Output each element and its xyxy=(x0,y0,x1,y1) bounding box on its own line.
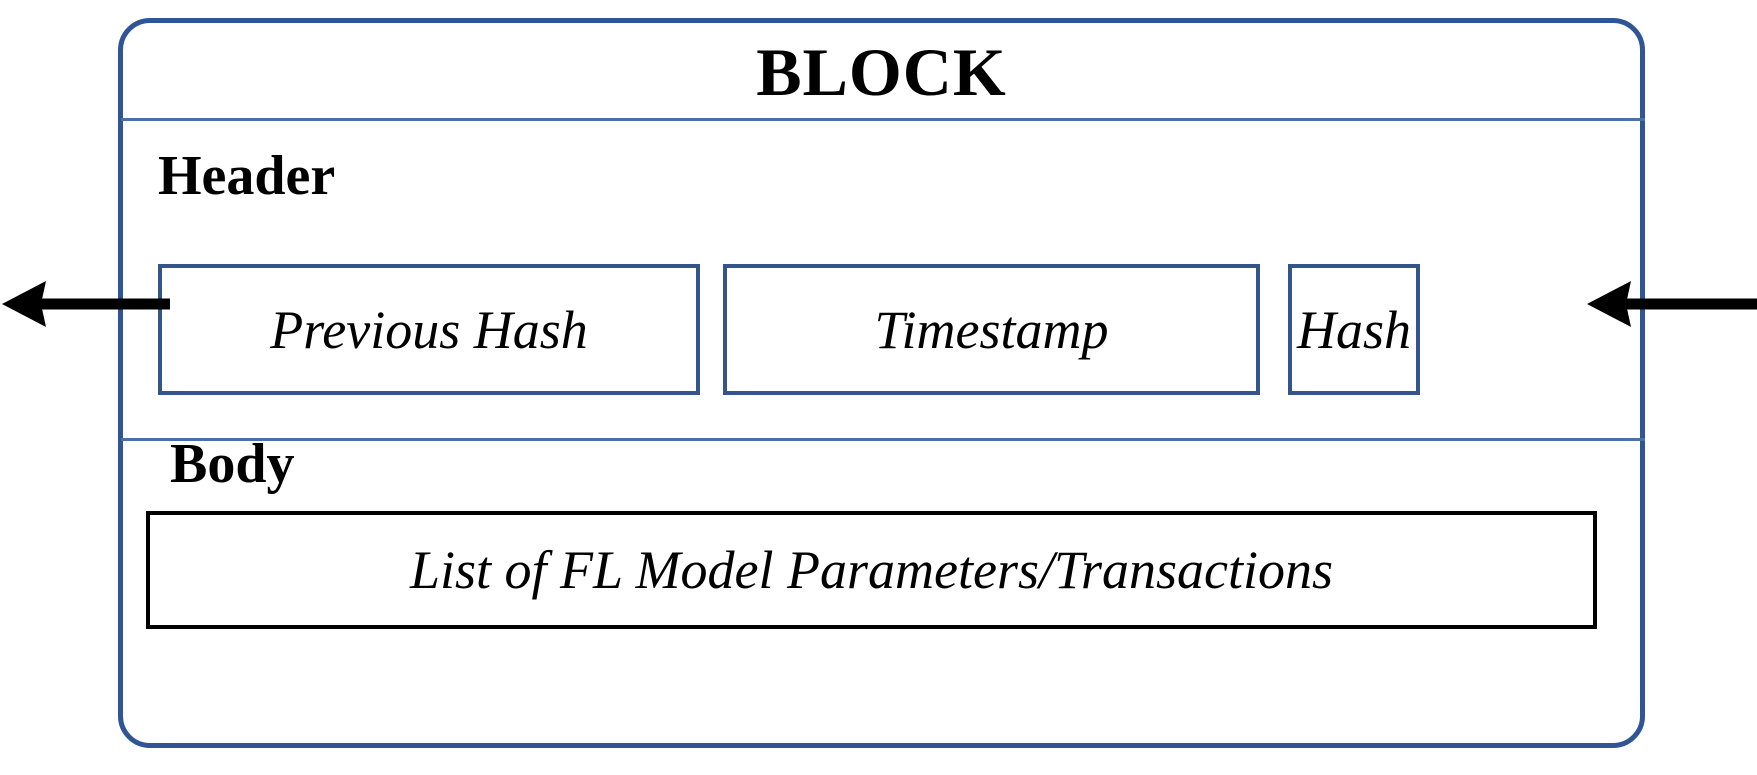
arrow-left-icon xyxy=(2,281,170,327)
field-box-previous-hash[interactable]: Previous Hash xyxy=(158,264,700,395)
header-section-label: Header xyxy=(158,145,336,207)
body-section-label: Body xyxy=(170,433,295,495)
field-label-timestamp: Timestamp xyxy=(874,299,1109,360)
divider-header-body xyxy=(121,438,1645,441)
field-box-hash[interactable]: Hash xyxy=(1288,264,1420,395)
arrow-left-icon xyxy=(1587,281,1757,327)
field-label-previous-hash: Previous Hash xyxy=(270,299,588,360)
block-container xyxy=(118,18,1645,748)
body-content-label: List of FL Model Parameters/Transactions xyxy=(409,540,1334,600)
block-title: BLOCK xyxy=(756,34,1007,110)
divider-title-header xyxy=(121,118,1645,121)
field-box-timestamp[interactable]: Timestamp xyxy=(723,264,1260,395)
body-content-box[interactable]: List of FL Model Parameters/Transactions xyxy=(146,511,1597,629)
field-label-hash: Hash xyxy=(1296,299,1411,360)
